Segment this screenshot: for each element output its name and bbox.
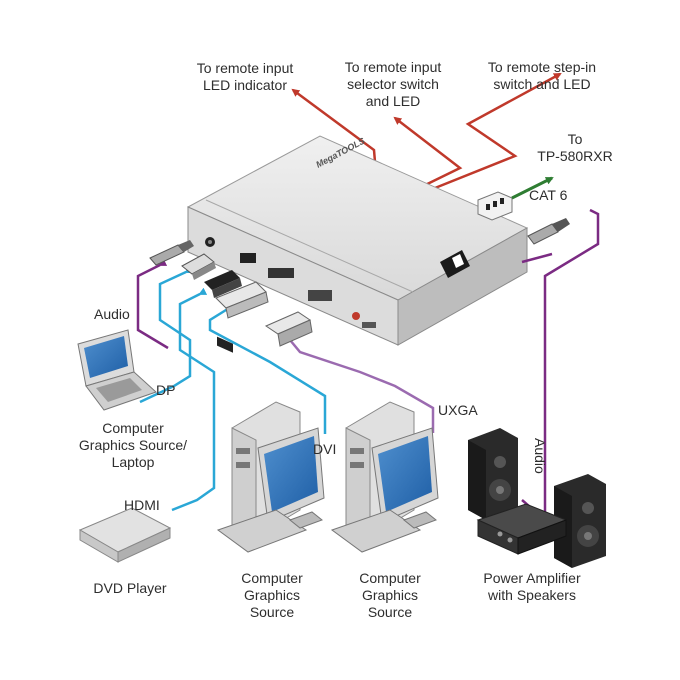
port-dvi xyxy=(268,268,294,278)
label-cat6: CAT 6 xyxy=(529,187,568,203)
label-dp: DP xyxy=(156,382,176,398)
port-hdmi xyxy=(217,336,233,353)
port-rj45 xyxy=(352,312,360,320)
label-remote-stepin: To remote step-in switch and LED xyxy=(487,59,597,92)
label-dvd-player: DVD Player xyxy=(93,580,167,596)
label-amplifier: Power Amplifier with Speakers xyxy=(483,570,581,603)
label-audio-right: Audio xyxy=(532,438,548,474)
label-remote-selector: To remote input selector switch and LED xyxy=(344,59,442,109)
label-remote-led: To remote input LED indicator xyxy=(196,60,294,93)
port-aux xyxy=(362,322,376,328)
computer-2-icon xyxy=(330,401,439,553)
label-audio-left: Audio xyxy=(94,306,130,322)
hdmi-plug xyxy=(181,253,216,280)
amplifier-icon xyxy=(476,503,568,555)
transmitter-device: MegaTOOLS xyxy=(186,135,529,353)
computer-1-icon xyxy=(216,401,325,553)
port-audio xyxy=(205,237,215,247)
remote-control-lines xyxy=(291,72,562,192)
label-to-receiver: To TP-580RXR xyxy=(537,131,613,164)
port-displayport xyxy=(240,253,256,263)
label-computer-2: Computer Graphics Source xyxy=(359,570,421,620)
displayport-plug xyxy=(204,270,242,298)
speaker-left-icon xyxy=(468,428,518,520)
port-vga xyxy=(308,290,332,301)
rj45-connector xyxy=(477,191,513,221)
audio-plug-left xyxy=(149,240,194,266)
audio-plug-right xyxy=(527,218,570,245)
kramer-logo xyxy=(440,250,470,278)
uxga-line xyxy=(283,332,435,433)
dvi-plug xyxy=(215,281,269,319)
vga-plug xyxy=(264,311,313,347)
laptop-icon xyxy=(77,329,157,411)
label-computer-1: Computer Graphics Source xyxy=(241,570,303,620)
label-laptop: Computer Graphics Source/ Laptop xyxy=(78,420,188,470)
video-lines xyxy=(139,265,327,512)
cat6-line xyxy=(511,176,554,200)
label-hdmi: HDMI xyxy=(124,497,160,513)
label-uxga: UXGA xyxy=(438,402,478,418)
label-dvi: DVI xyxy=(313,441,337,457)
dvd-player-icon xyxy=(78,507,172,563)
